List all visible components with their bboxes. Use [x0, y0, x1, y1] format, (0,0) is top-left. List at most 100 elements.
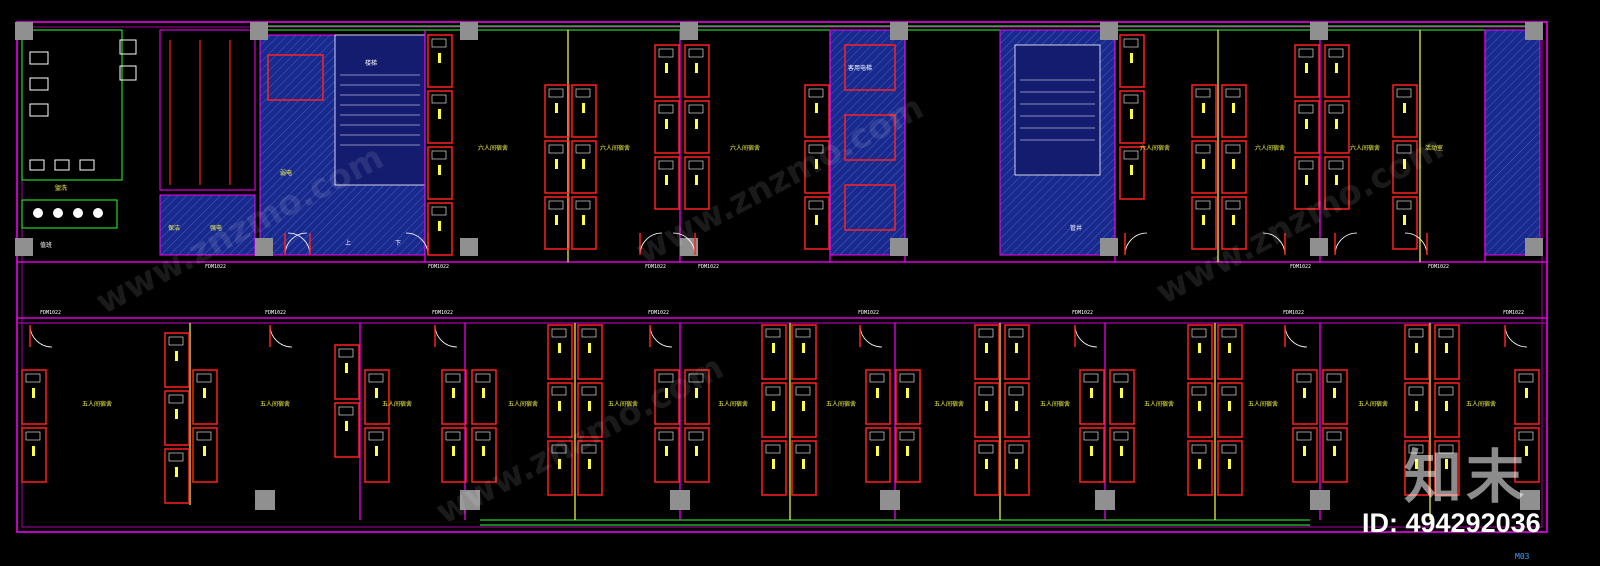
bed-unit [1221, 196, 1247, 250]
bed-unit [1324, 100, 1350, 154]
bed-unit [1434, 440, 1460, 496]
bed-unit [1221, 140, 1247, 194]
bed-unit [895, 369, 921, 425]
bed-unit [1217, 382, 1243, 438]
door-tag: FDM1022 [1283, 310, 1304, 316]
door-tag: FDM1022 [1072, 310, 1093, 316]
room-label-b8: 五人间宿舍 [934, 400, 964, 408]
bed-unit [1109, 369, 1135, 425]
bed-unit [1191, 196, 1217, 250]
label-lift: 客用电梯 [848, 64, 872, 72]
bed-unit [654, 156, 680, 210]
bed-unit [1404, 440, 1430, 496]
room-label-b1: 五人间宿舍 [82, 400, 112, 408]
bed-unit [1292, 369, 1318, 425]
room-label-b3: 五人间宿舍 [382, 400, 412, 408]
door-tag: FDM1022 [265, 310, 286, 316]
room-label-b10: 五人间宿舍 [1144, 400, 1174, 408]
label-shaft: 管井 [1070, 224, 1082, 232]
stair-core-left [159, 34, 426, 256]
bed-unit [1294, 156, 1320, 210]
door-swing [1334, 232, 1358, 256]
bed-unit [654, 369, 680, 425]
bed-unit [471, 427, 497, 483]
door-tag: FDM1022 [40, 310, 61, 316]
bed-unit [577, 382, 603, 438]
door-tag: FDM1022 [1503, 310, 1524, 316]
bed-unit [974, 324, 1000, 380]
room-label-b9: 五人间宿舍 [1040, 400, 1070, 408]
door-tag: FDM1022 [205, 264, 226, 270]
bed-unit [1191, 84, 1217, 138]
bed-unit [21, 369, 47, 425]
top-partitions [424, 30, 1486, 262]
bed-unit [547, 324, 573, 380]
bed-unit [791, 440, 817, 496]
bed-unit [427, 146, 453, 200]
watermark-id: ID: 494292036 [1362, 508, 1541, 538]
bed-unit [164, 448, 190, 504]
room-label-b11: 五人间宿舍 [1248, 400, 1278, 408]
room-label-t2: 六人间宿舍 [600, 144, 630, 152]
bed-unit [1079, 427, 1105, 483]
bed-unit [1119, 146, 1145, 200]
stair-core-right [999, 29, 1541, 256]
sheet-tag: M03 [1515, 552, 1530, 561]
bed-unit [1514, 427, 1540, 483]
bed-unit [334, 344, 360, 400]
door-swing [859, 324, 883, 348]
bed-unit [761, 324, 787, 380]
bed-unit [1191, 140, 1217, 194]
bed-unit [427, 202, 453, 256]
bed-unit [654, 44, 680, 98]
room-labels: 六人间宿舍六人间宿舍六人间宿舍六人间宿舍六人间宿舍六人间宿舍活动室五人间宿舍五人… [82, 144, 1496, 408]
bed-unit [1404, 324, 1430, 380]
bed-unit [164, 390, 190, 446]
bed-unit [164, 332, 190, 388]
bed-unit [192, 427, 218, 483]
room-label-b5: 五人间宿舍 [608, 400, 638, 408]
door-tag: FDM1022 [428, 264, 449, 270]
outer-walls [16, 21, 1548, 533]
bed-unit [364, 427, 390, 483]
bed-unit [761, 382, 787, 438]
bed-unit [471, 369, 497, 425]
watermark-logo: 知末 [1404, 443, 1529, 511]
elevator-core [829, 29, 906, 256]
bed-unit [804, 140, 830, 194]
bed-unit [192, 369, 218, 425]
bed-unit [1392, 84, 1418, 138]
service-labels: 值班 盥洗 保洁 强电 弱电 楼梯 上 下 客用电梯 管井 [40, 59, 1082, 249]
room-label-b12: 五人间宿舍 [1358, 400, 1388, 408]
bed-unit [364, 369, 390, 425]
corridor [17, 261, 1547, 324]
bed-unit [1119, 90, 1145, 144]
bed-unit [547, 382, 573, 438]
bed-unit [804, 196, 830, 250]
bed-unit [895, 427, 921, 483]
door-swing [1404, 232, 1428, 256]
bed-unit [1004, 324, 1030, 380]
door-swing [29, 324, 53, 348]
bed-unit [1434, 382, 1460, 438]
bed-unit [865, 369, 891, 425]
bed-unit [791, 324, 817, 380]
bed-unit [1404, 382, 1430, 438]
bed-unit [544, 196, 570, 250]
label-stair: 楼梯 [365, 59, 377, 67]
room-label-b13: 五人间宿舍 [1466, 400, 1496, 408]
door-swing [649, 324, 673, 348]
bed-unit [1109, 427, 1135, 483]
bed-unit [1187, 440, 1213, 496]
bed-unit [1434, 324, 1460, 380]
bed-unit [684, 427, 710, 483]
bed-unit [684, 369, 710, 425]
door-tag: FDM1022 [698, 264, 719, 270]
door-tag: FDM1022 [645, 264, 666, 270]
door-swing [434, 324, 458, 348]
bed-unit [1392, 140, 1418, 194]
bed-unit [1292, 427, 1318, 483]
bed-unit [1514, 369, 1540, 425]
bed-unit [1221, 84, 1247, 138]
room-label-b4: 五人间宿舍 [508, 400, 538, 408]
